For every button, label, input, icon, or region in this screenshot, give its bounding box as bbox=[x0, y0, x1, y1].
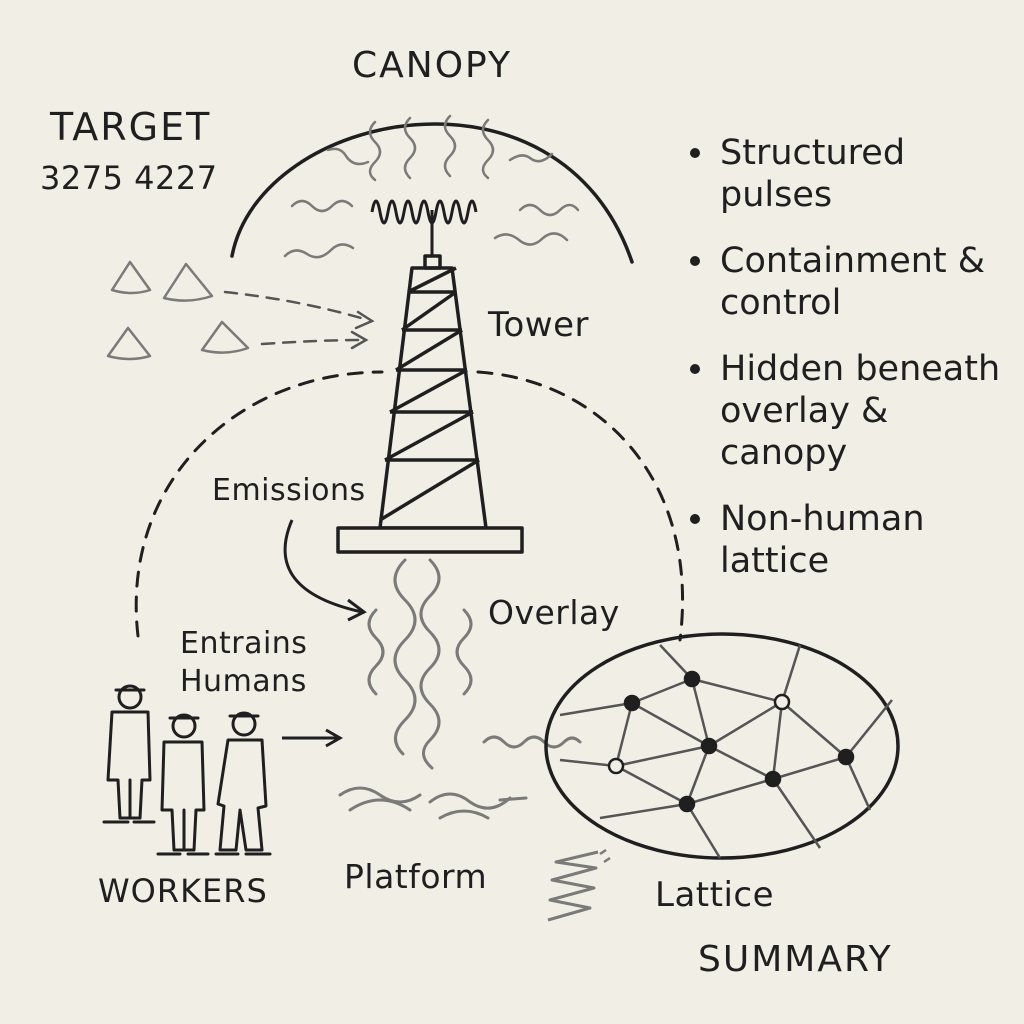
tower-structure bbox=[336, 254, 524, 554]
lattice-label: Lattice bbox=[655, 875, 774, 915]
bullet-dot-icon bbox=[690, 514, 700, 524]
summary-bullet-list: Structured pulses Containment & control … bbox=[688, 132, 1018, 606]
entrains-humans-label: Entrains Humans bbox=[180, 625, 307, 701]
bullet-dot-icon bbox=[690, 364, 700, 374]
lattice-nodes bbox=[607, 670, 855, 813]
target-label: TARGET bbox=[50, 105, 212, 149]
platform-label: Platform bbox=[344, 857, 488, 896]
emissions-label: Emissions bbox=[212, 473, 366, 508]
entrains-line-1: Entrains bbox=[180, 626, 308, 661]
summary-bullet: Containment & control bbox=[688, 240, 1018, 324]
entrains-line-2: Humans bbox=[180, 664, 307, 699]
summary-heading: SUMMARY bbox=[698, 939, 893, 980]
overlay-dashed-arc bbox=[134, 370, 685, 642]
overlay-label: Overlay bbox=[488, 593, 620, 632]
tower-emitter-coil bbox=[370, 199, 478, 225]
arrowheads-tower bbox=[350, 310, 375, 350]
canopy-waves bbox=[283, 114, 580, 259]
lattice-boundary bbox=[544, 632, 900, 860]
worker-figure bbox=[102, 684, 156, 824]
emissions-arrow bbox=[283, 519, 363, 614]
summary-bullet: Hidden beneath overlay & canopy bbox=[688, 348, 1018, 474]
summary-bullet: Non-human lattice bbox=[688, 498, 1018, 582]
bullet-dot-icon bbox=[690, 256, 700, 266]
worker-figure bbox=[156, 713, 210, 856]
bullet-dot-icon bbox=[690, 148, 700, 158]
emissions-arrowhead bbox=[347, 598, 367, 622]
summary-bullet-text: Structured pulses bbox=[720, 133, 906, 215]
cone-to-tower-arrows bbox=[223, 290, 370, 346]
workers-arrowhead bbox=[325, 728, 344, 748]
overlay-waves bbox=[367, 558, 582, 770]
tower-label: Tower bbox=[488, 305, 589, 345]
signal-zigzag bbox=[547, 850, 599, 922]
target-number: 3275 4227 bbox=[40, 159, 218, 197]
summary-bullet-text: Non-human lattice bbox=[720, 499, 925, 581]
lattice-network bbox=[559, 644, 893, 859]
signal-ticks bbox=[599, 848, 611, 864]
workers-label: WORKERS bbox=[98, 872, 268, 910]
summary-bullet: Structured pulses bbox=[688, 132, 1018, 216]
summary-bullet-text: Hidden beneath overlay & canopy bbox=[720, 349, 1001, 473]
canopy-title: CANOPY bbox=[352, 45, 512, 86]
worker-figure bbox=[214, 711, 272, 856]
canopy-arc bbox=[230, 122, 634, 264]
cone-markers bbox=[106, 260, 250, 361]
summary-bullet-text: Containment & control bbox=[720, 241, 986, 323]
platform-scribbles bbox=[338, 786, 528, 820]
